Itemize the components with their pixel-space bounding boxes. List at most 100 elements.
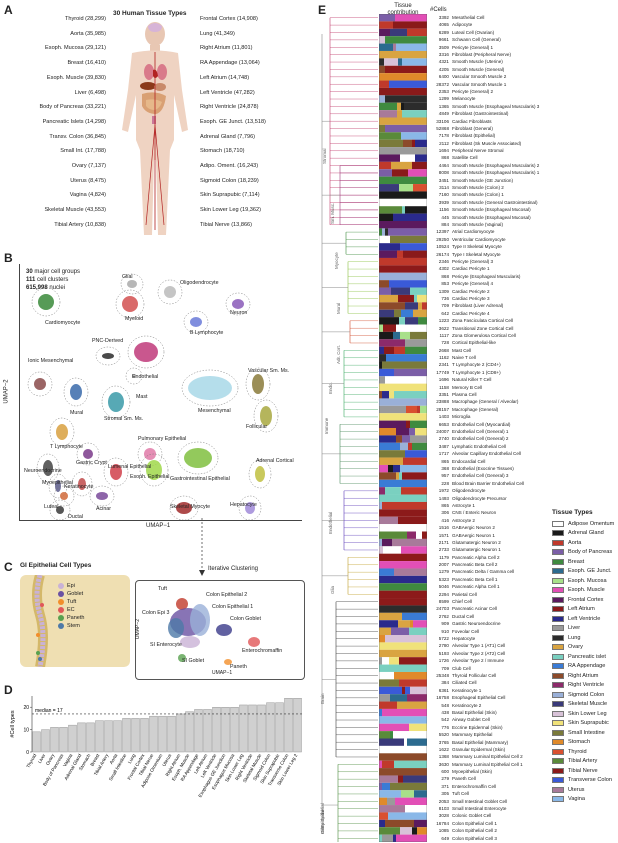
contribution-segment [394,760,427,769]
cell-count: 1368 [438,754,449,760]
contribution-segment [382,657,389,665]
cell-count: 3114 [439,185,449,191]
contribution-segment [382,228,385,236]
contribution-segment [383,324,396,332]
cell-count: 26174 [436,251,449,257]
gi-umap-label: Paneth [230,664,247,670]
tissue-legend-label: Uterus [568,786,585,793]
tissue-legend-swatch [552,796,564,803]
cluster-outline [49,499,71,520]
cell-count: 2733 [438,547,449,553]
contribution-segment [387,797,395,806]
contribution-segment [379,272,427,281]
cell-count: 24007 [436,429,449,434]
cell-count: 709 [441,665,449,671]
contribution-segment [398,58,402,66]
cell-type-name: Smooth Muscle (Esophageal Mucosal) [452,214,531,220]
cell-count: 1694 [438,148,449,154]
cell-count: 865 [441,502,449,508]
cluster-blob [43,460,53,476]
contribution-segment [379,583,427,591]
contribution-segment [406,405,417,414]
cell-count: 28157 [436,406,449,412]
tissue-legend-item: Adipose Omentum [552,519,614,529]
contribution-segment [379,805,405,813]
cell-type-name: Mast Cell [452,347,472,353]
contribution-segment [402,686,405,695]
contribution-segment [415,428,427,436]
cell-type-name: Mammary Epithelial [452,732,493,738]
cluster-outline [248,459,272,489]
contribution-segment [391,627,409,635]
contribution-segment [396,43,427,51]
contribution-segment [379,679,399,687]
cell-count: 8599 [438,599,449,605]
contribution-segment [394,309,401,318]
contribution-segment [382,760,394,769]
bar [95,720,104,753]
contribution-segment [379,627,391,635]
cell-type-name: Smooth Muscle (Colon) 2 [452,185,504,191]
cell-count: 24703 [436,606,449,612]
iterative-clustering-label: Iterative Clustering [208,566,259,572]
contribution-segment [396,435,402,443]
contribution-segment [412,827,417,835]
cell-type-name: Cardiac Pericyte 2 [452,288,490,294]
cluster-outline [89,485,115,507]
cluster-outline [36,453,60,483]
cluster-outline [127,335,165,369]
tissue-contribution-header: Tissue contribution [387,3,419,16]
contribution-segment [379,827,400,835]
tissue-label-left: Breast (16,410) [67,60,106,67]
cell-type-name: Pericyte (General) 4 [452,281,494,287]
contribution-segment [379,184,399,192]
contribution-segment [379,80,389,88]
contribution-segment [403,117,427,125]
bar [239,704,248,753]
cell-type-name: Macrophage (General / Alveolar) [452,399,519,405]
cell-type-name: GABAergic Neuron 1 [452,532,495,538]
umap-xlabel: UMAP−1 [146,523,171,529]
contribution-segment [408,169,427,177]
dendro-group-label: Immune [324,417,329,434]
contribution-segment [401,102,404,111]
contribution-segment [379,361,382,369]
cell-count: 384 [441,680,449,686]
contribution-segment [403,775,427,783]
contribution-segment [418,317,427,325]
cell-type-name: Microglia [452,414,471,420]
contribution-segment [394,391,427,399]
bar [149,715,158,753]
contribution-segment [379,110,397,118]
contribution-segment [413,309,427,318]
tissue-legend-swatch [552,739,564,746]
tissue-legend-item: Skeletal Muscle [552,700,614,710]
tissue-legend-label: Tibial Artery [568,758,598,765]
contribution-segment [379,612,402,621]
cell-count: 1085 [438,828,449,834]
tissue-legend-label: Esoph. Mucosa [568,577,607,584]
gi-umap-blob [180,636,200,648]
tissue-legend-swatch [552,606,564,613]
cell-type-name: Pancreatic Alpha Cell 1 [452,584,500,590]
contribution-segment [396,324,427,332]
contribution-segment [400,331,410,340]
tissue-label-right: Stomach (18,710) [200,148,245,155]
contribution-segment [379,147,427,155]
cluster-label: B Lymphocyte [190,330,224,336]
contribution-segment [388,812,427,820]
tissue-legend-item: Small Intestine [552,728,614,738]
tissue-legend-swatch [552,720,564,727]
cluster-blob [188,376,232,400]
cell-type-name: Alveolar Capillary Endothelial Cell [452,451,521,457]
contribution-segment [385,36,427,44]
cell-count: 10524 [436,244,449,250]
cell-count: 1179 [439,554,449,560]
cell-count: 2780 [438,643,449,649]
cell-type-name: Ductal Cell [452,613,475,619]
cell-count: 2053 [438,798,449,804]
cell-count: 3392 [438,15,449,20]
cluster-blob [252,374,264,394]
